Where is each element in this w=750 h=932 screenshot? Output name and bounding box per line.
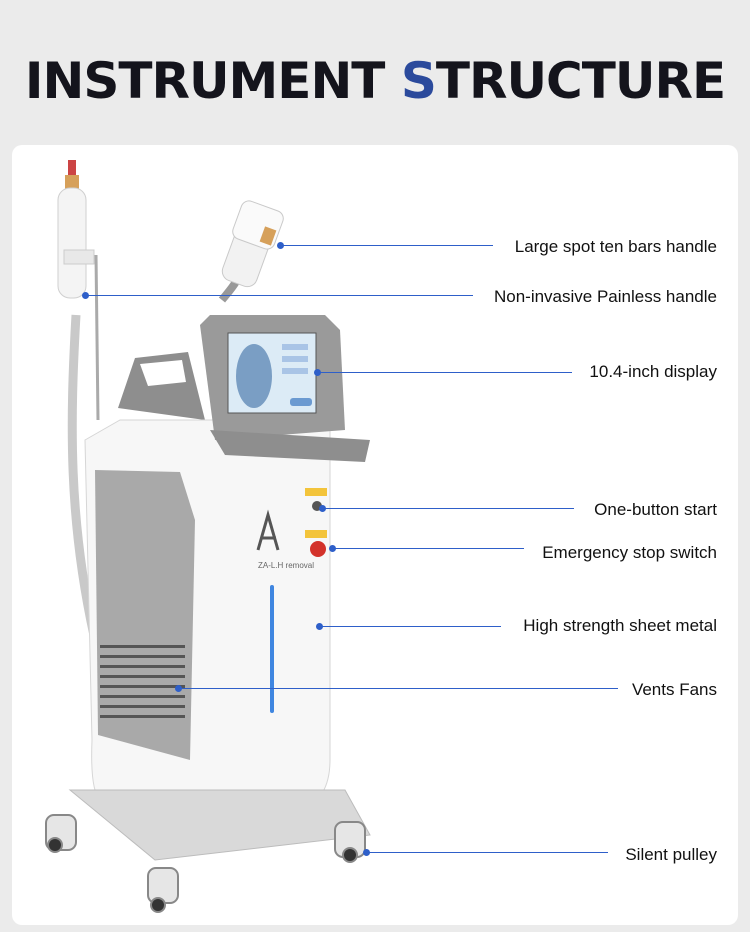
brand-text: ZA-L.H removal [258, 561, 314, 570]
title-part-2: S [400, 52, 437, 110]
callout-label-painless: Non-invasive Painless handle [493, 287, 717, 306]
callout-label-vents: Vents Fans [631, 680, 717, 699]
callout-line-display [317, 372, 572, 373]
callout-line-vents [178, 688, 618, 689]
callout-label-display: 10.4-inch display [589, 362, 717, 381]
callout-line-emergency [332, 548, 524, 549]
large-spot-handle-device [218, 200, 284, 303]
painless-handle-device [57, 160, 100, 421]
callout-line-pulley [366, 852, 608, 853]
emergency-button [310, 541, 326, 557]
light-strip [270, 585, 274, 713]
callout-label-sheet-metal: High strength sheet metal [523, 616, 717, 635]
callout-line-large-spot [280, 245, 493, 246]
warning-label [305, 488, 327, 496]
wheels [45, 814, 366, 913]
callout-label-start: One-button start [594, 500, 717, 519]
callout-label-emergency: Emergency stop switch [542, 543, 717, 562]
callout-label-pulley: Silent pulley [625, 845, 717, 864]
callout-label-large-spot: Large spot ten bars handle [514, 237, 717, 256]
handle-cable [67, 314, 100, 641]
callout-line-start [322, 508, 574, 509]
title-part-1: INSTRUMENT [24, 52, 401, 110]
page-title: INSTRUMENT STRUCTURE [0, 52, 750, 110]
vent-grid [100, 645, 185, 718]
display-shelf [210, 430, 370, 462]
machine-base [68, 789, 371, 861]
callout-line-sheet-metal [319, 626, 501, 627]
title-part-3: TRUCTURE [435, 52, 726, 110]
callout-line-painless [85, 295, 473, 296]
brand-logo [256, 509, 280, 551]
